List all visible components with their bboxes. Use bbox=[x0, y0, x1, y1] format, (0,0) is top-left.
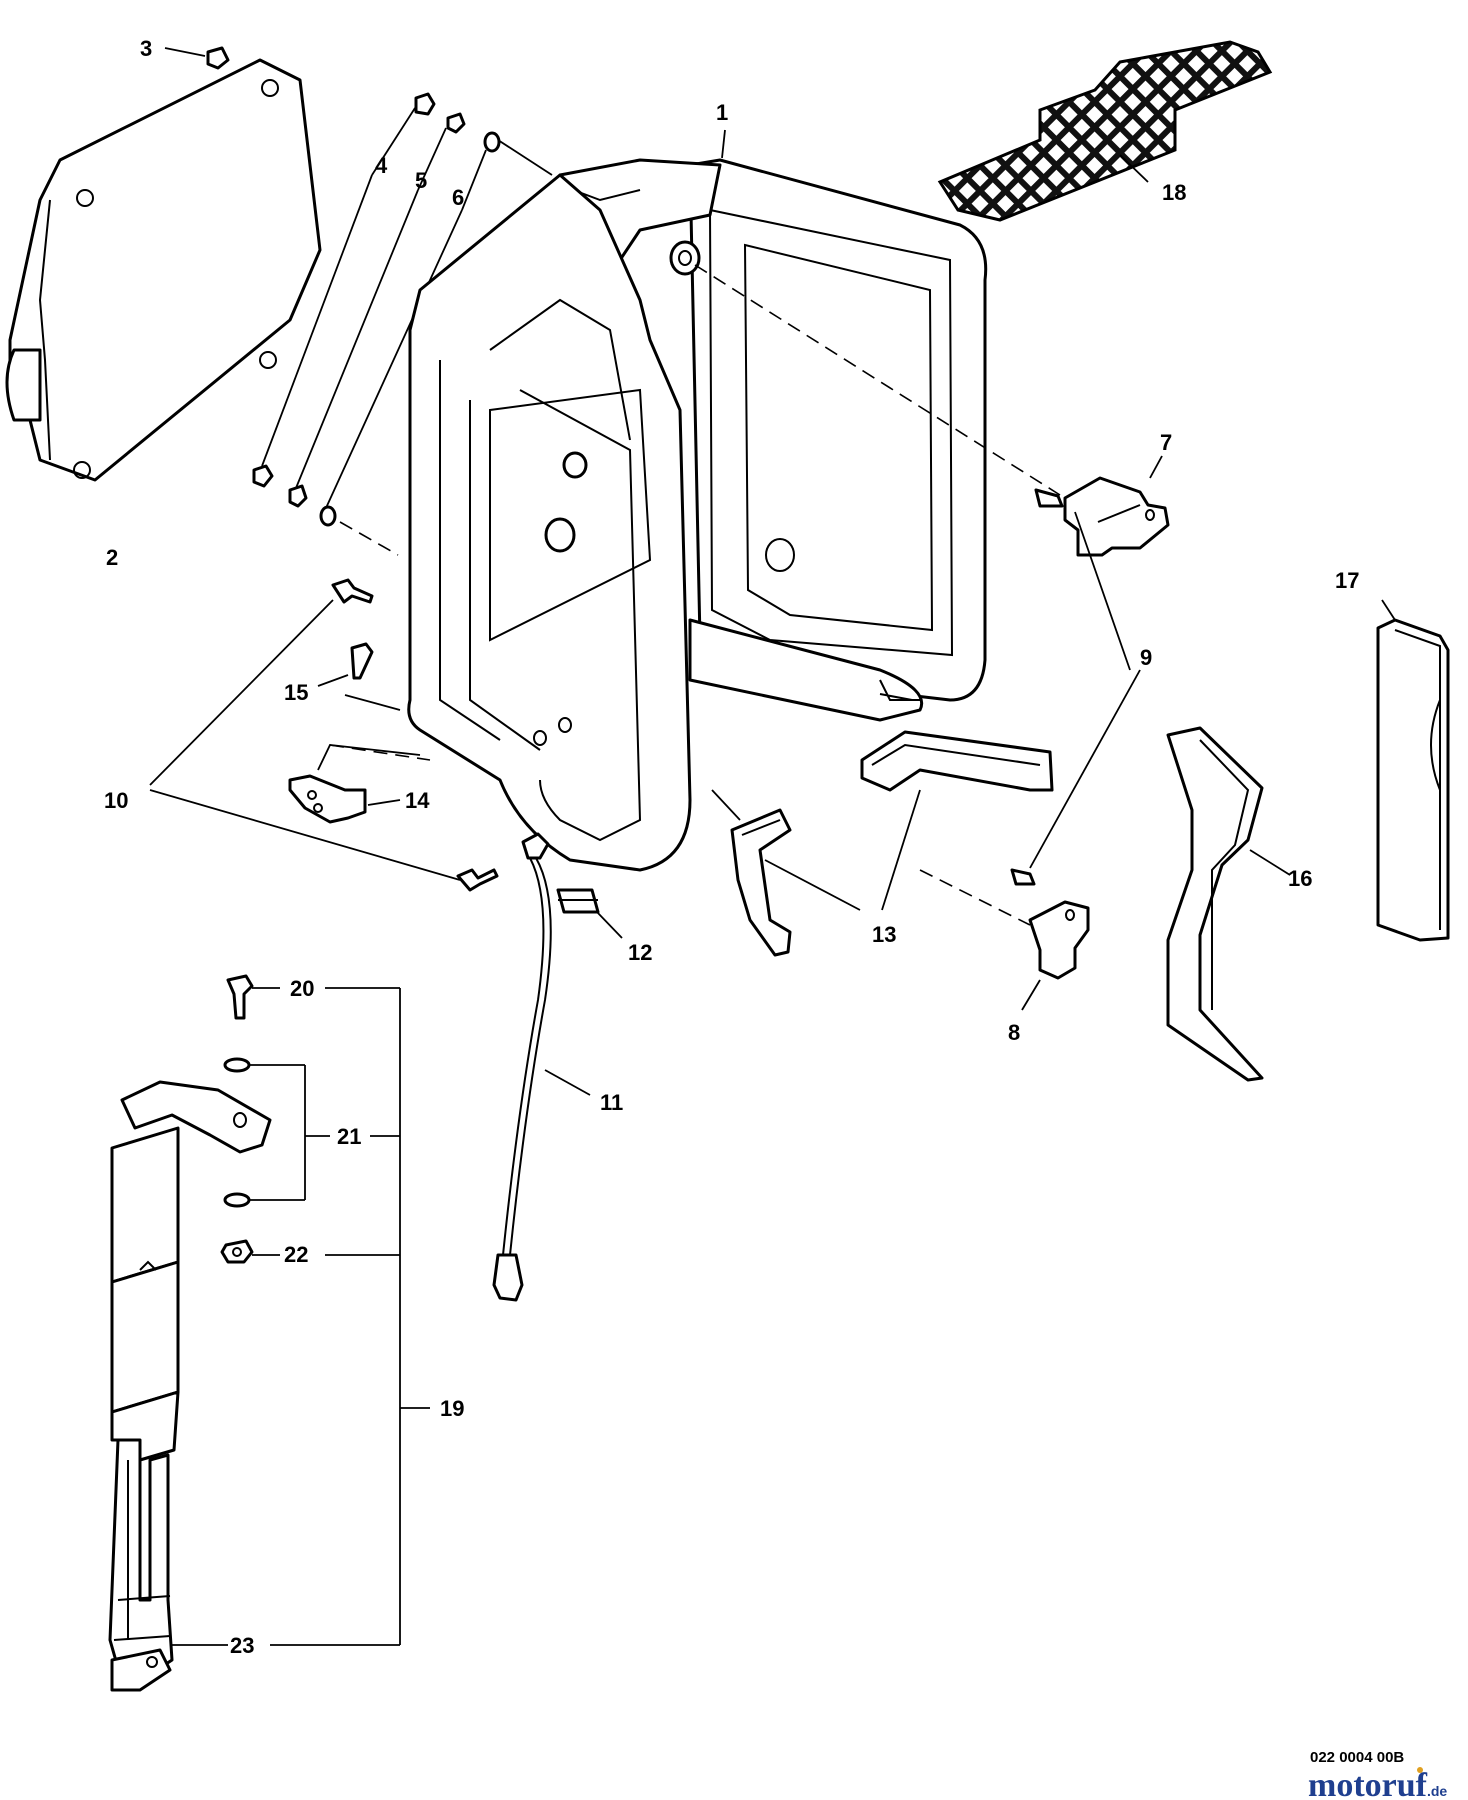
brand-logo: motoruf.de bbox=[1308, 1767, 1447, 1800]
label-1: 1 bbox=[716, 100, 728, 125]
main-frame bbox=[407, 129, 988, 872]
label-19: 19 bbox=[440, 1396, 464, 1421]
label-11: 11 bbox=[600, 1090, 623, 1115]
brand-suffix: .de bbox=[1427, 1783, 1447, 1799]
lower-fasteners bbox=[252, 464, 337, 527]
label-22: 22 bbox=[284, 1242, 308, 1267]
kit-hardware bbox=[220, 974, 430, 1646]
label-5: 5 bbox=[415, 168, 427, 193]
label-8: 8 bbox=[1008, 1020, 1020, 1045]
step-plate-grid bbox=[937, 40, 1273, 222]
screw-9-leaders bbox=[1029, 511, 1141, 869]
foam-block-17 bbox=[1376, 599, 1450, 942]
label-17: 17 bbox=[1335, 568, 1359, 593]
label-20: 20 bbox=[290, 976, 314, 1001]
lower-isolator-bracket bbox=[919, 868, 1090, 1011]
grommet-12 bbox=[556, 888, 623, 939]
label-3: 3 bbox=[140, 36, 152, 61]
screw-15 bbox=[317, 642, 401, 711]
handle-brackets bbox=[711, 730, 1054, 957]
ground-wire bbox=[492, 832, 591, 1302]
label-14: 14 bbox=[405, 788, 430, 813]
foam-pad-16 bbox=[1166, 726, 1291, 1082]
upper-isolator-bracket bbox=[1034, 455, 1170, 557]
strap-assembly bbox=[108, 1080, 272, 1692]
label-12: 12 bbox=[628, 940, 652, 965]
screws-10 bbox=[149, 578, 499, 892]
label-15: 15 bbox=[284, 680, 308, 705]
label-13: 13 bbox=[872, 922, 896, 947]
label-4: 4 bbox=[375, 153, 388, 178]
label-16: 16 bbox=[1288, 866, 1312, 891]
brand-name: motoruf bbox=[1308, 1767, 1428, 1800]
label-2: 2 bbox=[106, 545, 118, 570]
label-10: 10 bbox=[104, 788, 128, 813]
label-9: 9 bbox=[1140, 645, 1152, 670]
diagram-code: 022 0004 00B bbox=[1310, 1749, 1404, 1766]
label-7: 7 bbox=[1160, 430, 1172, 455]
label-6: 6 bbox=[452, 185, 464, 210]
bracket-14 bbox=[288, 744, 431, 824]
footer: 022 0004 00B motoruf.de bbox=[1308, 1749, 1447, 1800]
upper-fasteners bbox=[414, 92, 501, 153]
push-rivet bbox=[164, 46, 230, 70]
label-18: 18 bbox=[1162, 180, 1186, 205]
fastener-leaders bbox=[261, 107, 553, 556]
back-cover-panel bbox=[5, 58, 322, 482]
part-labels: 1 2 3 4 5 6 7 8 9 10 11 12 13 14 15 16 1… bbox=[104, 36, 1359, 1658]
brand-accent-dot bbox=[1417, 1767, 1423, 1773]
label-21: 21 bbox=[337, 1124, 361, 1149]
label-23: 23 bbox=[230, 1633, 254, 1658]
